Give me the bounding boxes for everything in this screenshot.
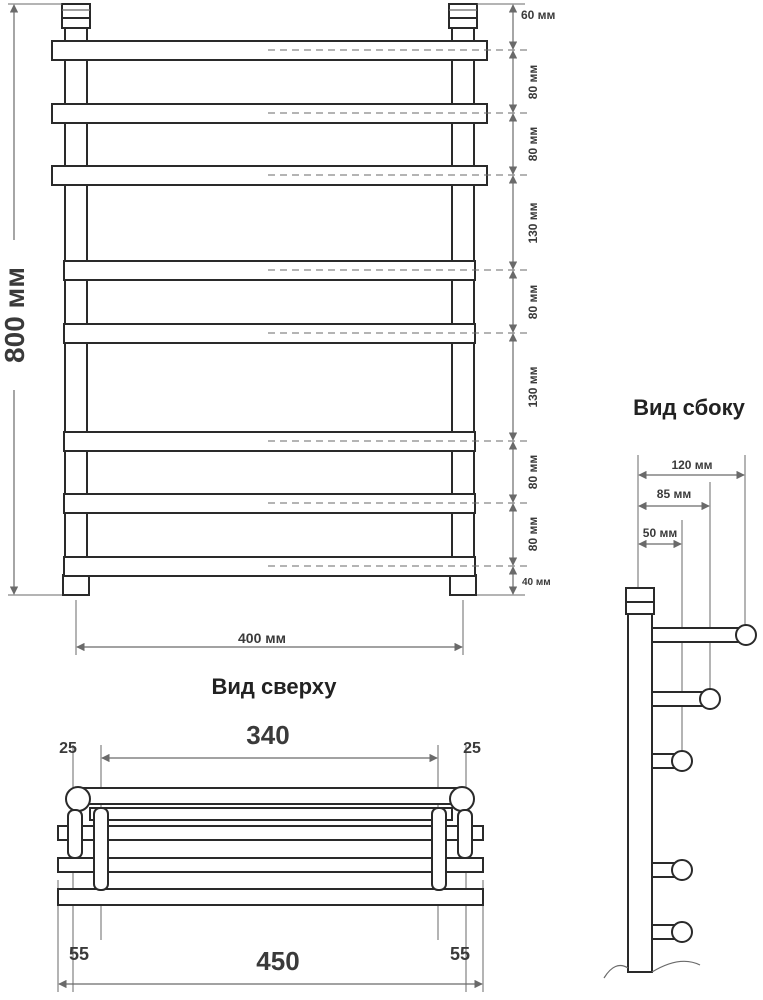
height-label: 800 мм bbox=[0, 267, 30, 363]
depth-label-50: 50 мм bbox=[643, 526, 678, 540]
spacing-label-3: 80 мм bbox=[526, 127, 540, 162]
rail-centerlines bbox=[268, 49, 530, 567]
top-left-bracket bbox=[65, 786, 109, 891]
side-post bbox=[627, 611, 653, 973]
top-right-bracket bbox=[431, 786, 475, 891]
height-dimension: 800 мм bbox=[0, 3, 62, 596]
top-rail-4 bbox=[57, 888, 484, 906]
spacing-label-1: 60 мм bbox=[521, 8, 556, 22]
width-label: 400 мм bbox=[238, 630, 286, 646]
left-top-cap bbox=[61, 3, 91, 29]
top-outer-width-label: 450 bbox=[256, 946, 299, 976]
top-left-margin-label: 55 bbox=[69, 944, 89, 964]
spacing-label-2: 80 мм bbox=[526, 65, 540, 100]
top-right-offset-label: 25 bbox=[463, 740, 481, 757]
top-inner-width-label: 340 bbox=[246, 720, 289, 750]
side-post-cap bbox=[625, 587, 655, 603]
depth-label-120: 120 мм bbox=[671, 458, 712, 472]
spacing-label-6: 130 мм bbox=[526, 366, 540, 407]
top-rail-3 bbox=[57, 857, 484, 873]
side-rail-2 bbox=[651, 688, 721, 710]
side-rail-1 bbox=[651, 624, 757, 646]
top-view: Вид сверху 340 25 25 450 bbox=[57, 674, 484, 992]
width-dimension: 400 мм bbox=[75, 600, 464, 655]
right-top-cap bbox=[448, 3, 478, 29]
spacing-label-7: 80 мм bbox=[526, 455, 540, 490]
side-view-title: Вид сбоку bbox=[633, 395, 745, 420]
top-view-title: Вид сверху bbox=[211, 674, 337, 699]
spacing-label-4: 130 мм bbox=[526, 202, 540, 243]
side-rail-5 bbox=[651, 921, 693, 943]
spacing-label-9: 40 мм bbox=[522, 577, 551, 588]
left-foot bbox=[62, 574, 90, 596]
top-right-margin-label: 55 bbox=[450, 944, 470, 964]
top-rail-1 bbox=[73, 787, 467, 805]
side-rail-3 bbox=[651, 750, 693, 772]
side-rail-4 bbox=[651, 859, 693, 881]
top-rail-2 bbox=[57, 825, 484, 841]
spacing-label-8: 80 мм bbox=[526, 517, 540, 552]
top-left-offset-label: 25 bbox=[59, 740, 77, 757]
spacing-label-5: 80 мм bbox=[526, 285, 540, 320]
front-view: 60 мм 80 мм 80 мм 130 мм 80 мм 130 мм 80… bbox=[0, 3, 556, 655]
right-foot bbox=[449, 574, 477, 596]
side-view: Вид сбоку 120 мм 85 мм 50 мм bbox=[603, 395, 757, 979]
spacing-dimensions: 60 мм 80 мм 80 мм 130 мм 80 мм 130 мм 80… bbox=[508, 4, 556, 595]
depth-label-85: 85 мм bbox=[657, 487, 692, 501]
